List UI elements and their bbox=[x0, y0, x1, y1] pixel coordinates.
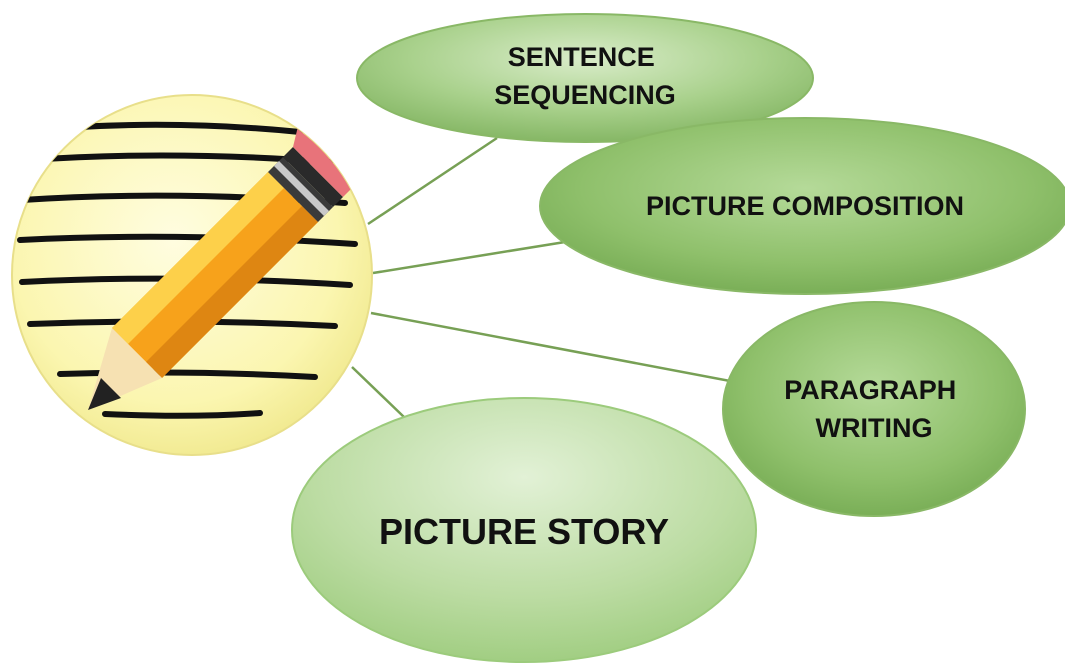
connector-paragraph-writing bbox=[370, 311, 731, 383]
node-label: PARAGRAPH WRITING bbox=[784, 375, 964, 443]
connector-picture-composition bbox=[372, 240, 566, 275]
node-paragraph-writing: PARAGRAPH WRITING bbox=[722, 301, 1026, 517]
center-circle bbox=[11, 94, 373, 456]
connector-picture-story bbox=[351, 366, 406, 419]
node-label: PICTURE STORY bbox=[379, 511, 669, 552]
node-label: PICTURE COMPOSITION bbox=[646, 191, 964, 221]
node-label: SENTENCE SEQUENCING bbox=[494, 42, 676, 110]
node-picture-composition: PICTURE COMPOSITION bbox=[539, 117, 1065, 295]
connectors bbox=[351, 136, 731, 419]
node-sentence-sequencing: SENTENCE SEQUENCING bbox=[356, 13, 814, 143]
node-picture-story: PICTURE STORY bbox=[291, 397, 757, 663]
connector-sentence-sequencing bbox=[367, 136, 498, 226]
